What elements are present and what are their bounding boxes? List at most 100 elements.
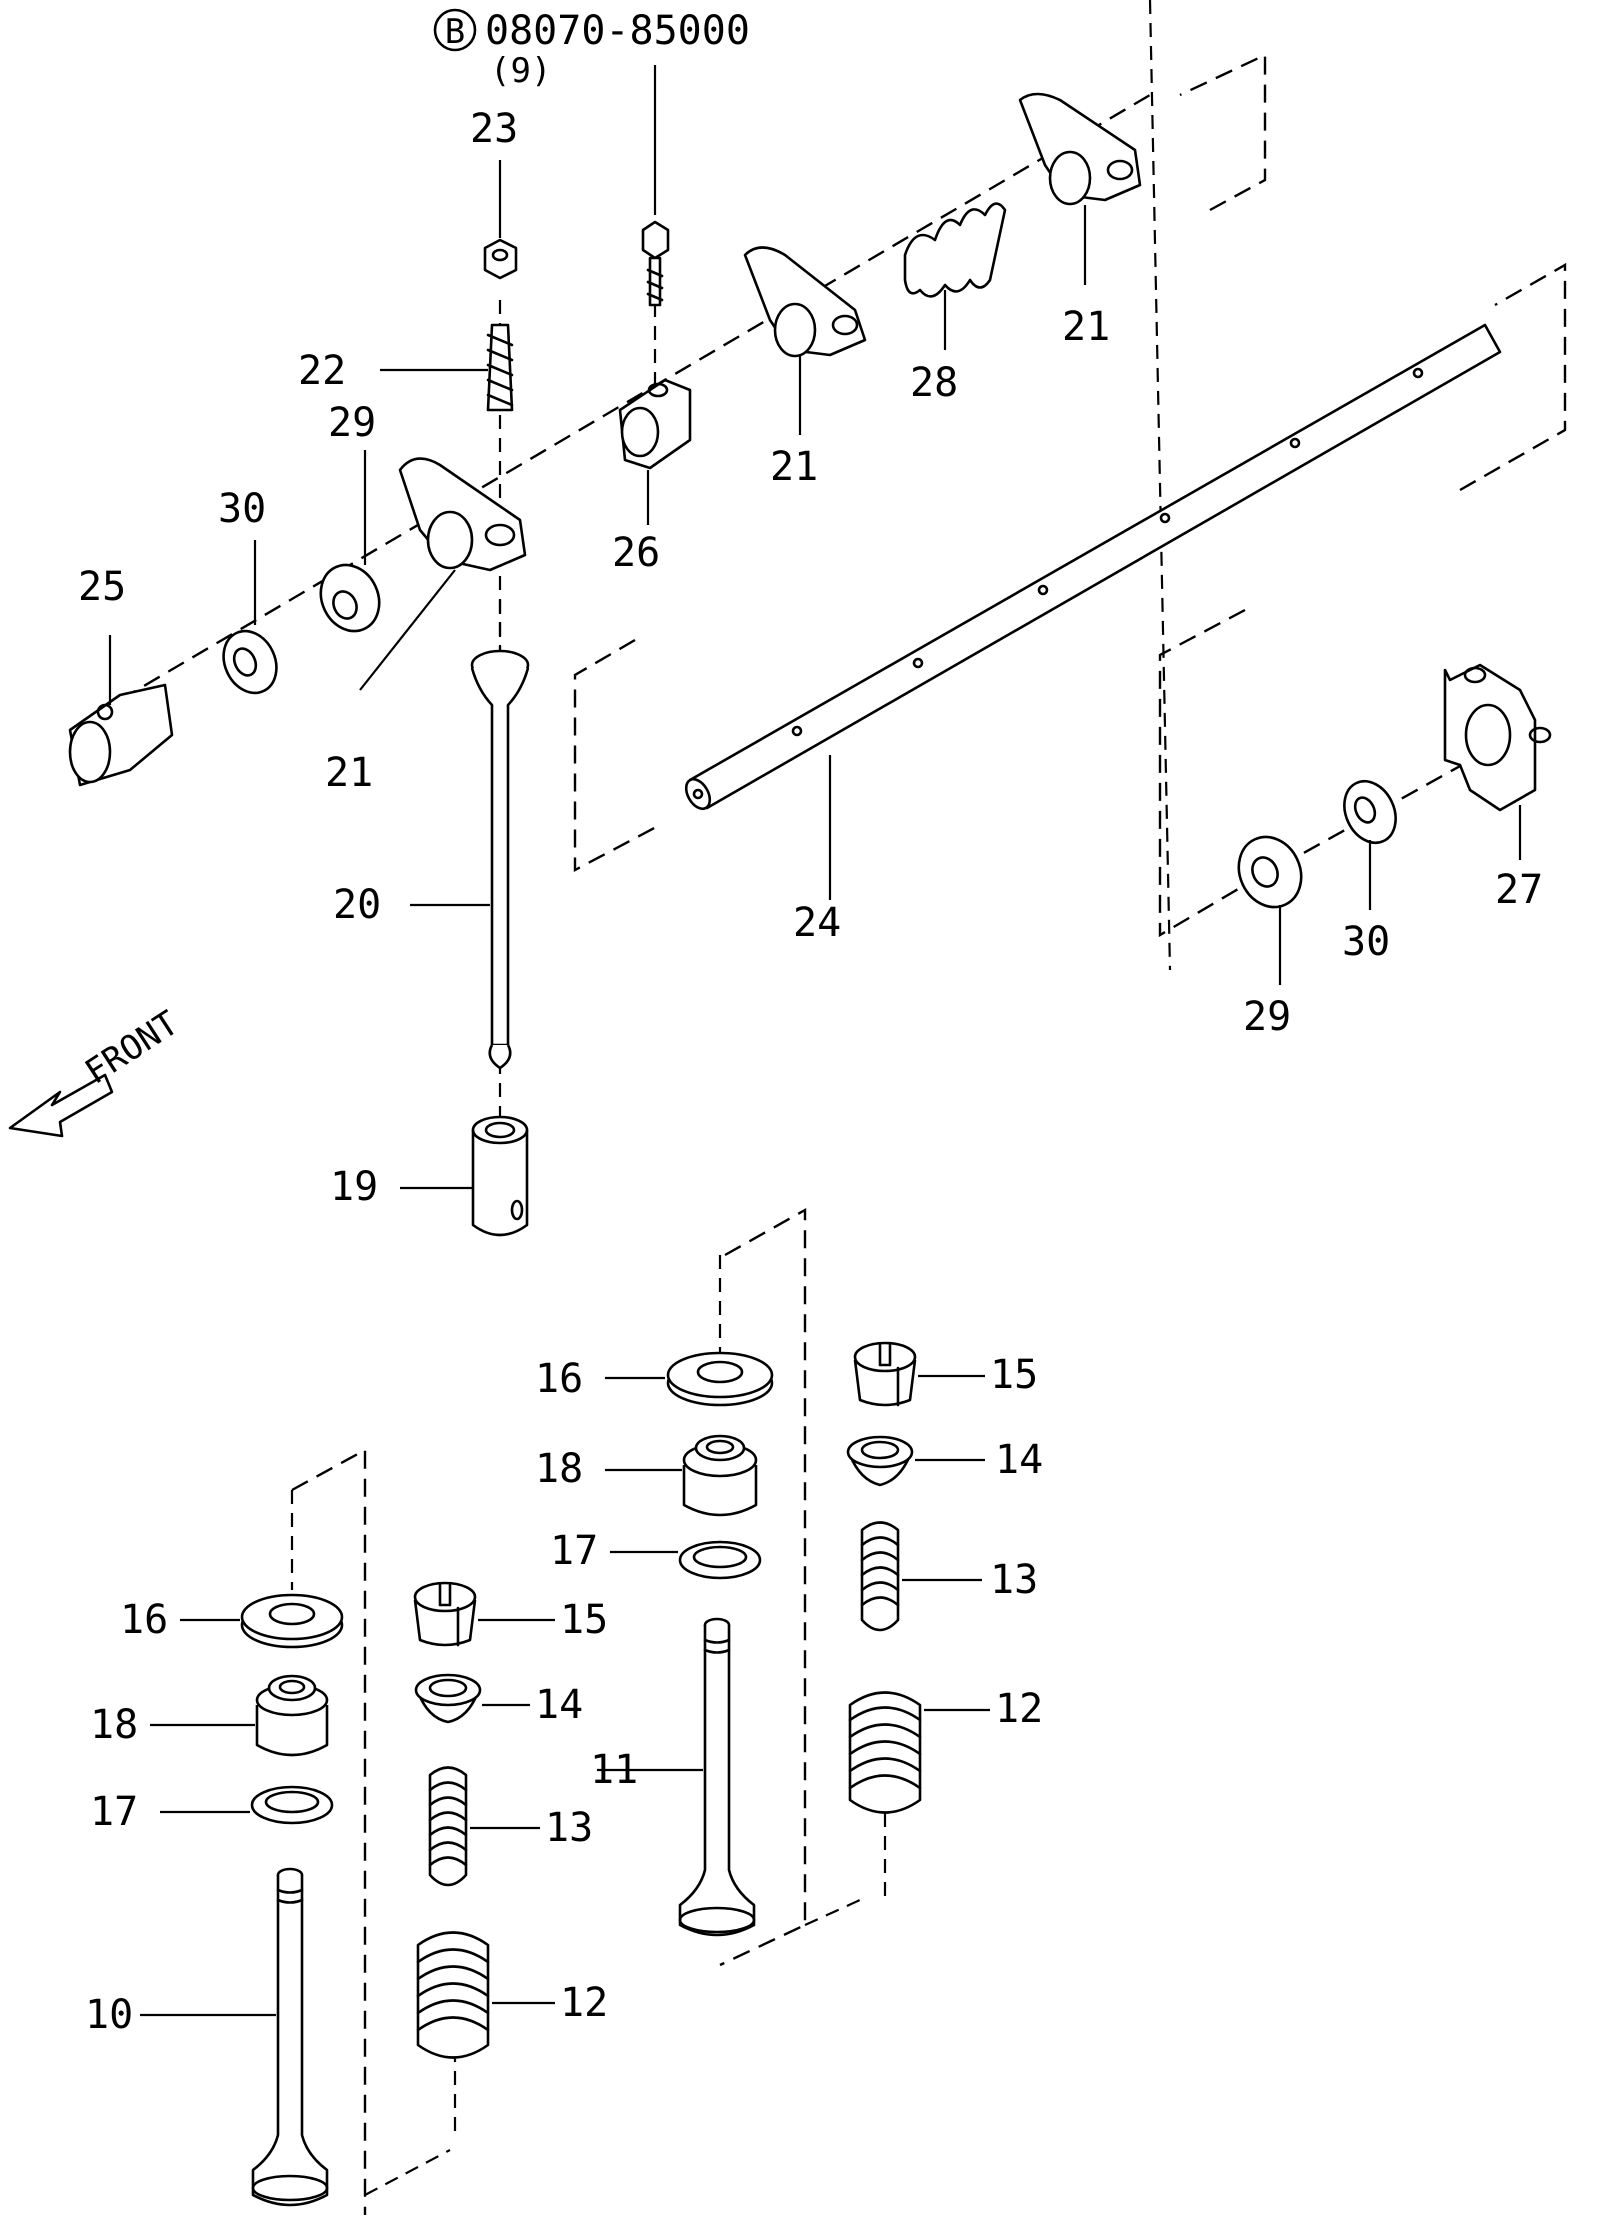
washer-hole	[332, 590, 358, 620]
support-hole	[1528, 726, 1552, 744]
washer-29-right	[1237, 835, 1303, 985]
callout-15-left: 15	[560, 1597, 608, 1643]
callout-29-right: 29	[1243, 994, 1291, 1040]
callout-30-left: 30	[218, 486, 266, 532]
callout-27: 27	[1495, 867, 1543, 913]
valve-bracket-right	[719, 1207, 807, 1967]
valve-head	[251, 2174, 329, 2202]
rocker-axis-lines	[119, 0, 1567, 1120]
collet-slit	[878, 1343, 892, 1367]
inner-spring-body	[860, 1521, 900, 1632]
support-bore	[1464, 703, 1512, 767]
seat-hole	[428, 1678, 468, 1698]
callout-14-left: 14	[535, 1682, 583, 1728]
support-27	[1443, 663, 1552, 860]
rocker-arm-21-left	[359, 457, 527, 691]
push-rod-shaft	[470, 667, 530, 1047]
seat-top	[414, 1673, 482, 1707]
seal-top	[267, 1674, 317, 1702]
adjust-screw-22	[380, 323, 514, 412]
callout-18-right: 18	[535, 1446, 583, 1492]
spring-seat-14-right	[846, 1435, 914, 1487]
screw-thread	[486, 333, 514, 407]
rocker-arm-adjuster	[831, 314, 859, 336]
spring-body	[903, 202, 1007, 298]
shaft-bracket-right	[1459, 262, 1567, 492]
retainer-hole	[268, 1602, 316, 1626]
shaft-oil-hole	[1159, 512, 1171, 524]
callout-24: 24	[793, 900, 841, 946]
callout-13-left: 13	[545, 1805, 593, 1851]
washer-30-right	[1343, 779, 1397, 910]
bolt-ref-circle	[433, 8, 477, 52]
rocker-arm-21-mid	[743, 246, 867, 435]
inner-spring-13-left	[428, 1766, 468, 1887]
valve-head	[678, 1906, 756, 1934]
valve-bracket-left	[291, 1447, 367, 2215]
tappet-top	[471, 1115, 529, 1145]
callout-17-left: 17	[90, 1789, 138, 1835]
rocker-axis	[119, 93, 1151, 702]
washer-hole	[1353, 796, 1377, 824]
callout-21-right: 21	[1062, 304, 1110, 350]
bracket-tail-right	[804, 1898, 861, 1927]
outer-spring-body	[848, 1691, 922, 1814]
washer-inner	[692, 1545, 748, 1569]
bracket-tail-left	[364, 2149, 451, 2196]
bracket-bore	[620, 406, 660, 458]
rocker-arm-bore	[773, 302, 817, 358]
seat-top	[846, 1435, 914, 1469]
front-label: FRONT	[78, 1003, 186, 1092]
washer-29-left	[319, 450, 381, 633]
outer-spring-12-right	[848, 1691, 922, 1814]
valve-stem	[678, 1625, 756, 1937]
bracket-26	[618, 378, 692, 525]
nut-23	[483, 160, 518, 280]
rocker-arm-bore	[426, 510, 474, 570]
tappet-hole	[510, 1199, 524, 1221]
rocker-arm-adjuster	[484, 523, 516, 547]
bolt-head	[641, 220, 670, 260]
shaft-oil-hole	[791, 725, 803, 737]
rocker-arm-adjuster	[1106, 159, 1134, 181]
callout-28: 28	[910, 360, 958, 406]
axis-bracket-top	[1179, 53, 1267, 212]
spring-seat-14-left	[414, 1673, 482, 1724]
tappet-19	[400, 1115, 529, 1237]
collet-slit	[438, 1583, 452, 1607]
front-arrow-icon	[8, 1073, 114, 1138]
shaft-oil-hole	[1037, 584, 1049, 596]
valve-grooves	[703, 1638, 731, 1654]
inner-spring-13-right	[860, 1521, 900, 1632]
callout-12-left: 12	[560, 1980, 608, 2026]
callout-labels: 23 22 29 30 25 21 26 21 28 21 24 27 30 2…	[78, 106, 1543, 2038]
shaft-bracket-left	[573, 638, 661, 872]
washer-17-right	[678, 1540, 762, 1580]
outer-spring-body	[416, 1931, 490, 2059]
valve-seal-18-right	[682, 1434, 758, 1517]
valve-grooves	[276, 1888, 304, 1904]
callout-16-left: 16	[120, 1597, 168, 1643]
callout-20: 20	[333, 882, 381, 928]
bolt	[641, 220, 670, 307]
leader-21-left	[359, 569, 456, 691]
end-block-hole	[96, 703, 114, 721]
bolt-ref-letter: B	[445, 12, 465, 52]
shaft-oil-hole	[1289, 437, 1301, 449]
seal-hole	[705, 1439, 735, 1455]
valve-group-right	[597, 1207, 990, 1967]
seal-hole	[278, 1679, 306, 1695]
collet-top	[413, 1581, 477, 1613]
washer-hole	[232, 647, 258, 677]
callout-12-right: 12	[995, 1686, 1043, 1732]
washer-17-left	[250, 1785, 334, 1825]
shaft-bore	[692, 788, 704, 800]
support-hole	[1463, 666, 1487, 684]
callout-19: 19	[330, 1164, 378, 1210]
valve-10	[251, 1867, 329, 2207]
callout-13-right: 13	[990, 1557, 1038, 1603]
seal-body	[682, 1465, 758, 1517]
callout-25: 25	[78, 564, 126, 610]
callout-11: 11	[590, 1747, 638, 1793]
valve-group-left	[140, 1447, 555, 2215]
